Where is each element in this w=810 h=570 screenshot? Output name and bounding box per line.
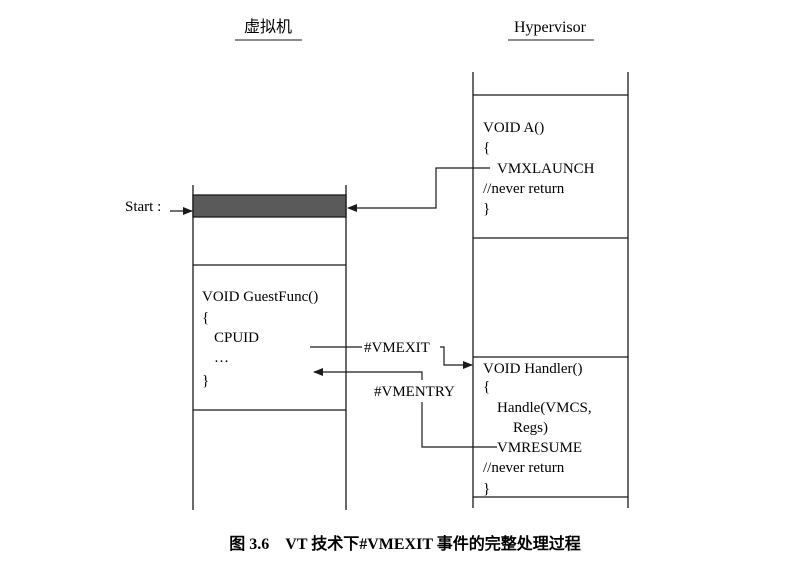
svg-text:VOID GuestFunc(): VOID GuestFunc() (202, 289, 318, 305)
svg-text://never return: //never return (483, 460, 565, 476)
vmxlaunch-arrow (347, 167, 490, 212)
svg-text:Handle(VMCS,: Handle(VMCS, (497, 400, 592, 416)
svg-text:…: … (214, 350, 229, 366)
guest-func-code: VOID GuestFunc() { CPUID … } (202, 289, 318, 389)
vmentry-label: #VMENTRY (374, 384, 455, 400)
svg-text:}: } (483, 481, 490, 497)
vmexit-arrow-right (440, 346, 473, 369)
svg-text:{: { (202, 310, 209, 326)
handler-code: VOID Handler() { Handle(VMCS, Regs) VMRE… (483, 361, 592, 497)
svg-text:Regs): Regs) (513, 420, 548, 436)
svg-text:CPUID: CPUID (214, 330, 259, 346)
vm-column (192, 185, 347, 510)
vm-header: 虚拟机 (244, 18, 292, 36)
svg-text:VMXLAUNCH: VMXLAUNCH (497, 161, 595, 177)
svg-text:VOID Handler(): VOID Handler() (483, 361, 583, 377)
start-label: Start : (125, 199, 161, 215)
svg-text://never return: //never return (483, 181, 565, 197)
vmentry-label-bg (372, 380, 468, 402)
svg-text:VOID A(): VOID A() (483, 120, 544, 136)
svg-text:}: } (483, 201, 490, 217)
hypervisor-header: Hypervisor (514, 19, 587, 36)
vmentry-arrow (313, 368, 497, 448)
svg-text:{: { (483, 140, 490, 156)
hypervisor-a-code: VOID A() { VMXLAUNCH //never return } (483, 120, 595, 217)
svg-text:VMRESUME: VMRESUME (497, 440, 582, 456)
svg-text:}: } (202, 373, 209, 389)
figure-caption: 图 3.6 VT 技术下#VMEXIT 事件的完整处理过程 (229, 534, 580, 553)
vmexit-label: #VMEXIT (364, 340, 430, 356)
vm-start-block (192, 194, 347, 218)
hypervisor-column (472, 72, 629, 508)
svg-text:{: { (483, 379, 490, 395)
